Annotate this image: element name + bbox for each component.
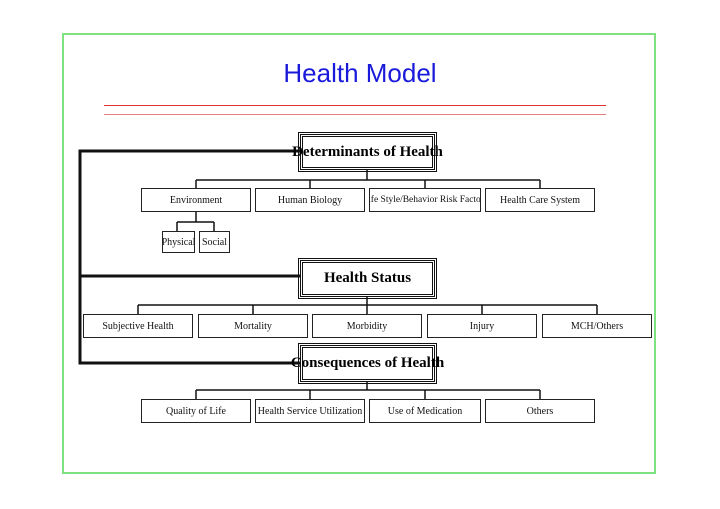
determinant-environment: Environment [141, 188, 251, 212]
page-title: Health Model [283, 58, 437, 88]
consequence-health-service-utilization: Health Service Utilization [255, 399, 365, 423]
status-mch-others: MCH/Others [542, 314, 652, 338]
status-morbidity: Morbidity [312, 314, 422, 338]
determinant-human-biology: Human Biology [255, 188, 365, 212]
slide-frame [62, 33, 656, 474]
consequences-heading: Consequences of Health [291, 343, 444, 384]
environment-social: Social [199, 231, 230, 253]
status-subjective-health: Subjective Health [83, 314, 193, 338]
status-injury: Injury [427, 314, 537, 338]
consequence-quality-of-life: Quality of Life [141, 399, 251, 423]
determinant-lifestyle: Life Style/Behavior Risk Factors [369, 188, 481, 212]
divider-bottom [104, 114, 606, 115]
determinant-health-care-system: Health Care System [485, 188, 595, 212]
status-heading: Health Status [298, 258, 437, 299]
consequence-others: Others [485, 399, 595, 423]
divider-top [104, 105, 606, 106]
status-mortality: Mortality [198, 314, 308, 338]
consequence-use-of-medication: Use of Medication [369, 399, 481, 423]
environment-physical: Physical [162, 231, 195, 253]
determinants-heading: Determinants of Health [292, 132, 443, 172]
